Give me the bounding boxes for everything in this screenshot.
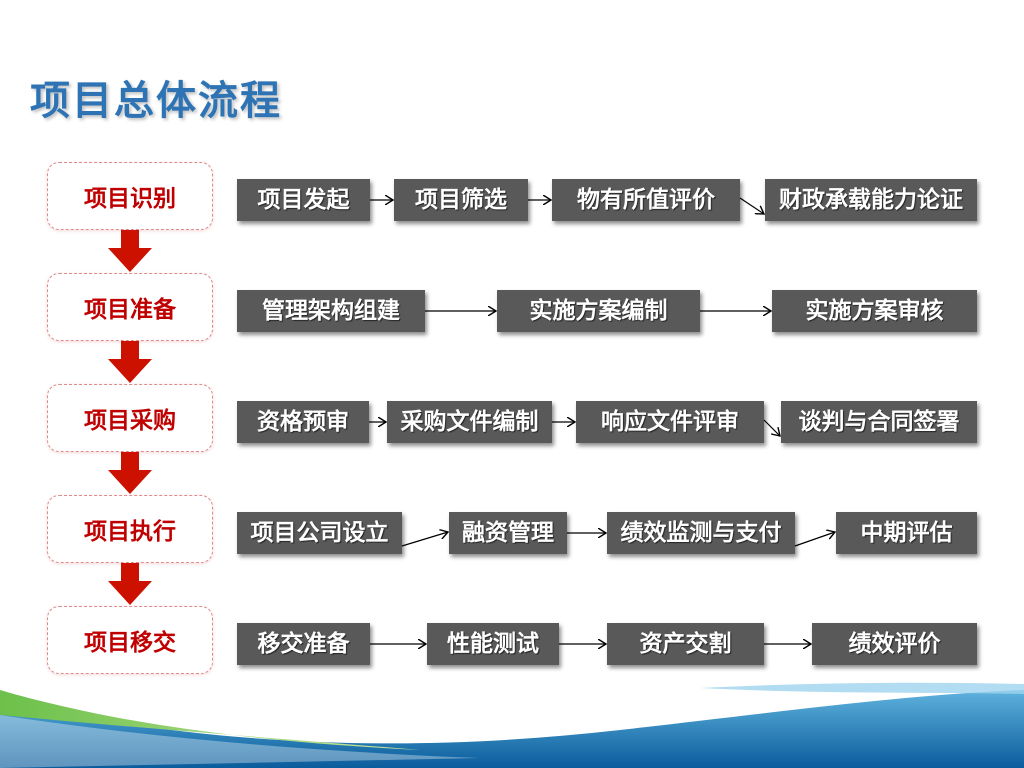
down-arrow-icon	[108, 563, 152, 607]
down-arrow-icon	[108, 230, 152, 274]
step-box: 移交准备	[237, 623, 370, 665]
step-label: 财政承载能力论证	[765, 188, 977, 212]
stage-identify: 项目识别	[47, 162, 213, 230]
step-label: 响应文件评审	[576, 410, 764, 434]
step-label: 项目筛选	[394, 188, 528, 212]
step-box: 谈判与合同签署	[781, 401, 977, 443]
step-label: 绩效监测与支付	[607, 521, 795, 545]
step-box: 融资管理	[449, 512, 567, 554]
step-label: 融资管理	[449, 521, 567, 545]
step-label: 资格预审	[237, 410, 369, 434]
step-label: 采购文件编制	[387, 410, 552, 434]
step-label: 实施方案审核	[772, 299, 977, 323]
step-box: 性能测试	[427, 623, 559, 665]
down-arrow-icon	[108, 452, 152, 496]
step-label: 物有所值评价	[552, 188, 740, 212]
step-box: 财政承载能力论证	[765, 179, 977, 221]
step-label: 移交准备	[237, 632, 370, 656]
stage-procure: 项目采购	[47, 384, 213, 452]
decorative-wave	[0, 660, 1024, 768]
connector-arrow	[402, 532, 448, 546]
step-box: 资格预审	[237, 401, 369, 443]
step-box: 管理架构组建	[237, 290, 425, 332]
step-box: 实施方案编制	[497, 290, 700, 332]
page-title: 项目总体流程	[30, 68, 282, 126]
step-label: 实施方案编制	[497, 299, 700, 323]
connector-arrow	[795, 532, 835, 546]
step-box: 中期评估	[836, 512, 977, 554]
step-box: 实施方案审核	[772, 290, 977, 332]
step-label: 中期评估	[836, 521, 977, 545]
step-label: 谈判与合同签署	[781, 410, 977, 434]
step-box: 采购文件编制	[387, 401, 552, 443]
step-label: 性能测试	[427, 632, 559, 656]
down-arrow-icon	[108, 341, 152, 385]
step-box: 项目发起	[237, 179, 370, 221]
connector-arrow	[740, 198, 764, 214]
stage-execute: 项目执行	[47, 495, 213, 563]
step-box: 响应文件评审	[576, 401, 764, 443]
step-box: 资产交割	[607, 623, 764, 665]
step-label: 管理架构组建	[237, 299, 425, 323]
step-box: 项目公司设立	[237, 512, 402, 554]
step-label: 项目发起	[237, 188, 370, 212]
step-label: 资产交割	[607, 632, 764, 656]
connector-arrow	[764, 420, 780, 436]
step-box: 绩效监测与支付	[607, 512, 795, 554]
step-box: 物有所值评价	[552, 179, 740, 221]
step-box: 绩效评价	[812, 623, 977, 665]
stage-prepare: 项目准备	[47, 273, 213, 341]
step-label: 绩效评价	[812, 632, 977, 656]
step-label: 项目公司设立	[237, 521, 402, 545]
step-box: 项目筛选	[394, 179, 528, 221]
